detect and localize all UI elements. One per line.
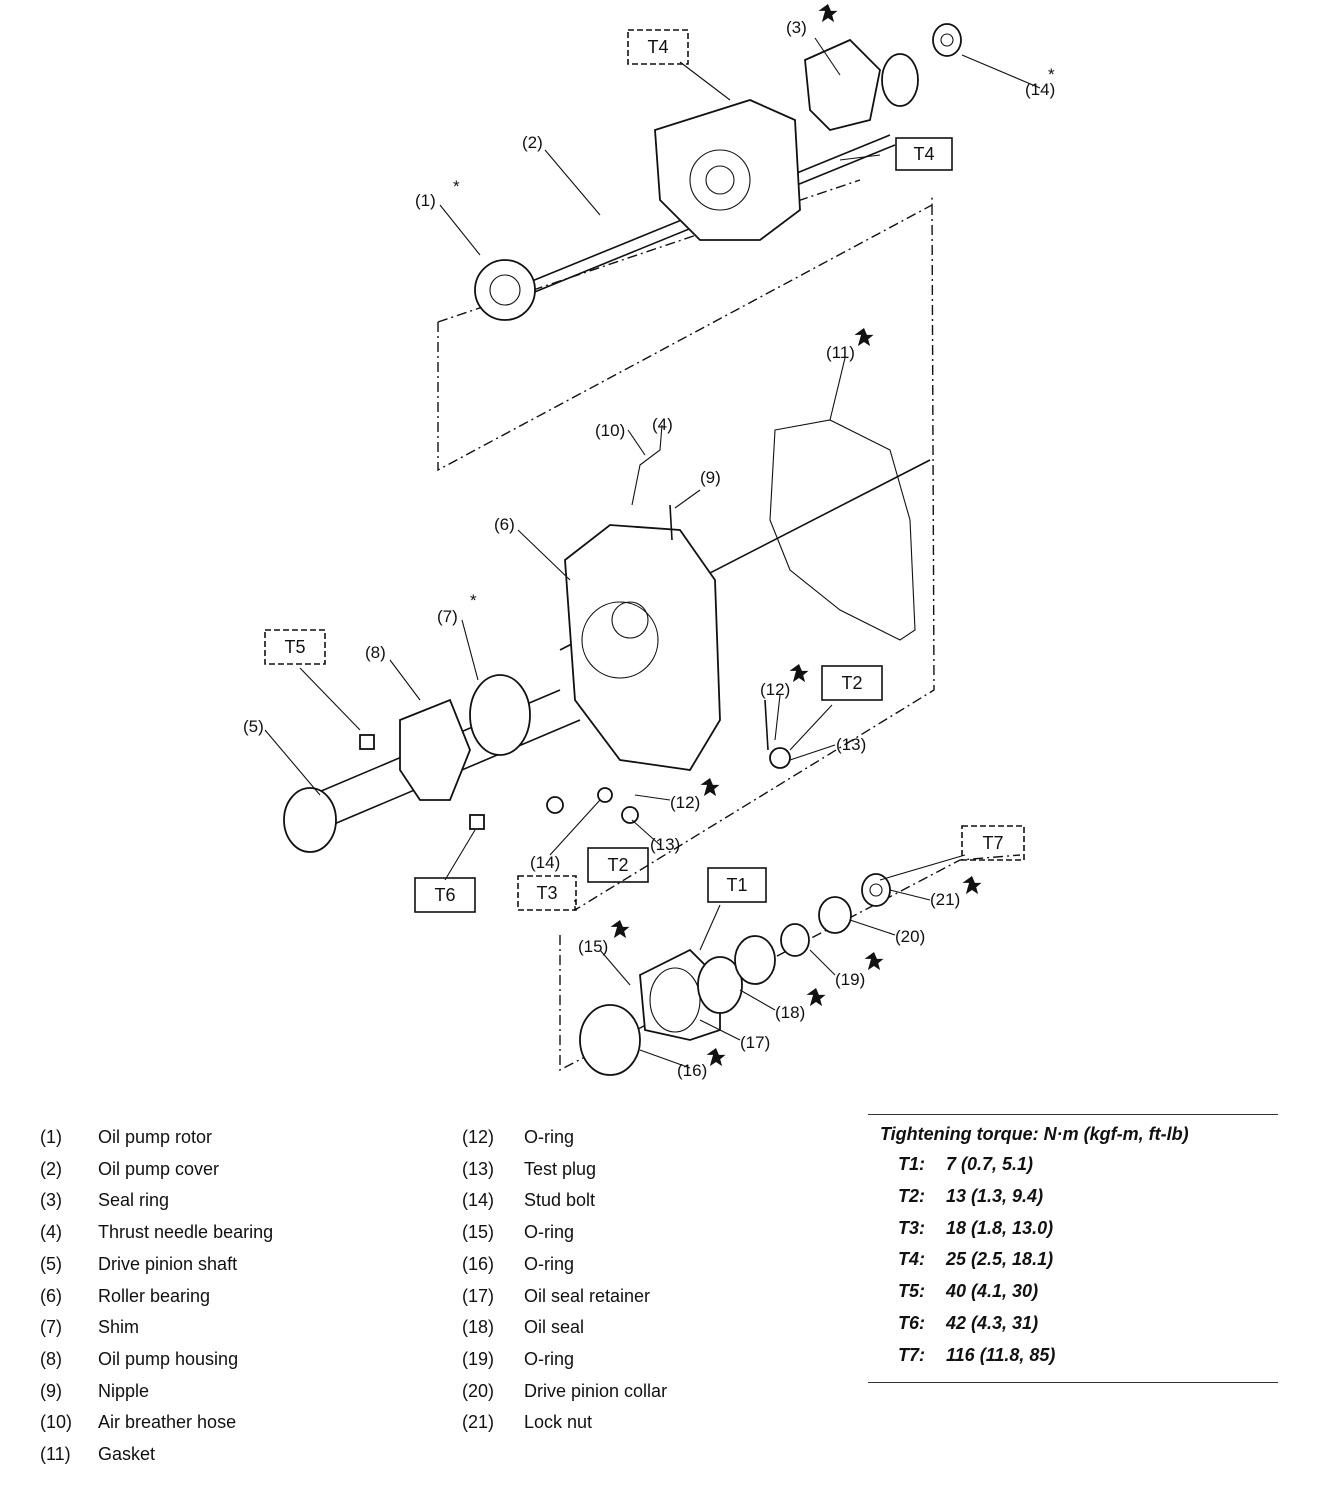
parts-legend-col2: (12)O-ring (13)Test plug (14)Stud bolt (… xyxy=(462,1122,667,1439)
parts-legend-col1: (1)Oil pump rotor (2)Oil pump cover (3)S… xyxy=(40,1122,273,1471)
star-icon xyxy=(706,1048,726,1067)
svg-text:T7: T7 xyxy=(982,833,1003,853)
asterisk-icon: * xyxy=(453,177,460,196)
legend-row: (3)Seal ring xyxy=(40,1190,170,1211)
callout-12-lower: (12) xyxy=(670,793,700,812)
legend-row: (8)Oil pump housing xyxy=(40,1348,239,1369)
callout-14-lower: (14) xyxy=(530,853,560,872)
callout-13-right: (13) xyxy=(836,735,866,754)
callout-7: (7) xyxy=(437,607,458,626)
svg-text:T6: T6 xyxy=(434,885,455,905)
star-icon xyxy=(806,988,826,1007)
callout-21: (21) xyxy=(930,890,960,909)
legend-row: (15)O-ring xyxy=(462,1222,575,1243)
legend-row: (14)Stud bolt xyxy=(462,1190,596,1211)
torque-row: T4:25 (2.5, 18.1) xyxy=(898,1249,1054,1270)
callout-12-right: (12) xyxy=(760,680,790,699)
star-icon xyxy=(700,778,720,797)
legend-row: (20)Drive pinion collar xyxy=(462,1380,668,1401)
torque-box-t3: T3 xyxy=(517,875,577,911)
torque-box-t4-top: T4 xyxy=(627,29,689,65)
callout-15-left: (15) xyxy=(578,937,608,956)
legend-row: (21)Lock nut xyxy=(462,1412,593,1433)
callout-8: (8) xyxy=(365,643,386,662)
legend-row: (18)Oil seal xyxy=(462,1317,585,1338)
svg-text:T2: T2 xyxy=(607,855,628,875)
callout-4: (4) xyxy=(652,415,673,434)
legend-row: (9)Nipple xyxy=(40,1380,150,1401)
callout-19: (19) xyxy=(835,970,865,989)
torque-row: T6:42 (4.3, 31) xyxy=(898,1312,1039,1333)
torque-row: T2:13 (1.3, 9.4) xyxy=(898,1185,1044,1206)
callout-14-top: (14) xyxy=(1025,80,1055,99)
callout-2: (2) xyxy=(522,133,543,152)
star-icon xyxy=(789,664,809,683)
callout-9: (9) xyxy=(700,468,721,487)
svg-text:T3: T3 xyxy=(536,883,557,903)
legend-row: (16)O-ring xyxy=(462,1253,575,1274)
torque-row: T1:7 (0.7, 5.1) xyxy=(898,1154,1034,1174)
torque-box-t2-right: T2 xyxy=(821,665,883,701)
callout-1: (1) xyxy=(415,191,436,210)
legend-row: (13)Test plug xyxy=(462,1158,597,1179)
callout-18: (18) xyxy=(775,1003,805,1022)
legend-row: (7)Shim xyxy=(40,1317,140,1338)
legend-row: (12)O-ring xyxy=(462,1127,575,1147)
exploded-view-diagram: T4 T4 T5 T2 T2 T6 T3 T1 T7 (3) (14) (2) … xyxy=(243,4,1055,1080)
callout-6: (6) xyxy=(494,515,515,534)
star-icon xyxy=(864,952,884,971)
leader-lines xyxy=(264,37,1041,1069)
small-parts xyxy=(546,699,791,824)
assembly-frame-middle xyxy=(574,204,935,912)
callout-labels: (3) (14) (2) (1) (11) (10) (4) (9) (6) (… xyxy=(243,18,1055,1080)
svg-text:T4: T4 xyxy=(913,144,934,164)
svg-text:T1: T1 xyxy=(726,875,747,895)
asterisk-icon: * xyxy=(1048,65,1055,84)
svg-text:T2: T2 xyxy=(841,673,862,693)
torque-box-t2-lower: T2 xyxy=(587,847,649,883)
svg-text:T5: T5 xyxy=(284,637,305,657)
callout-20: (20) xyxy=(895,927,925,946)
callout-5: (5) xyxy=(243,717,264,736)
legend-row: (10)Air breather hose xyxy=(40,1412,237,1433)
star-icon xyxy=(962,876,982,895)
callout-16: (16) xyxy=(677,1061,707,1080)
torque-row: T3:18 (1.8, 13.0) xyxy=(898,1217,1054,1238)
middle-housing-assembly xyxy=(559,419,931,771)
lower-seal-assembly xyxy=(579,873,891,1076)
callout-3: (3) xyxy=(786,18,807,37)
torque-row: T5:40 (4.1, 30) xyxy=(898,1281,1039,1302)
torque-box-t5: T5 xyxy=(264,629,326,665)
star-icon xyxy=(818,4,838,23)
callout-17: (17) xyxy=(740,1033,770,1052)
callout-11: (11) xyxy=(826,343,855,362)
torque-box-t4-right: T4 xyxy=(895,137,953,171)
pinion-shaft-assembly xyxy=(283,674,581,853)
torque-box-t1: T1 xyxy=(707,867,767,903)
legend-row: (6)Roller bearing xyxy=(40,1285,211,1306)
legend-row: (1)Oil pump rotor xyxy=(40,1127,213,1147)
svg-text:T4: T4 xyxy=(647,37,668,57)
legend-row: (5)Drive pinion shaft xyxy=(40,1253,238,1274)
callout-13-lower: (13) xyxy=(650,835,680,854)
torque-table: Tightening torque: N·m (kgf-m, ft-lb) T1… xyxy=(868,1114,1278,1383)
torque-row: T7:116 (11.8, 85) xyxy=(898,1344,1056,1365)
star-icon xyxy=(854,328,874,347)
torque-table-title: Tightening torque: N·m (kgf-m, ft-lb) xyxy=(880,1124,1189,1144)
torque-box-t6: T6 xyxy=(414,877,476,913)
torque-box-t7: T7 xyxy=(961,825,1025,861)
legend-row: (17)Oil seal retainer xyxy=(462,1285,651,1306)
legend-row: (11)Gasket xyxy=(40,1444,156,1465)
asterisk-icon: * xyxy=(470,591,477,610)
callout-10: (10) xyxy=(595,421,625,440)
legend-row: (2)Oil pump cover xyxy=(40,1158,220,1179)
upper-pump-assembly xyxy=(474,23,962,321)
asterisk-icons: * * * xyxy=(453,65,1055,610)
star-icon xyxy=(610,920,630,939)
legend-row: (4)Thrust needle bearing xyxy=(40,1222,274,1243)
legend-row: (19)O-ring xyxy=(462,1348,575,1369)
